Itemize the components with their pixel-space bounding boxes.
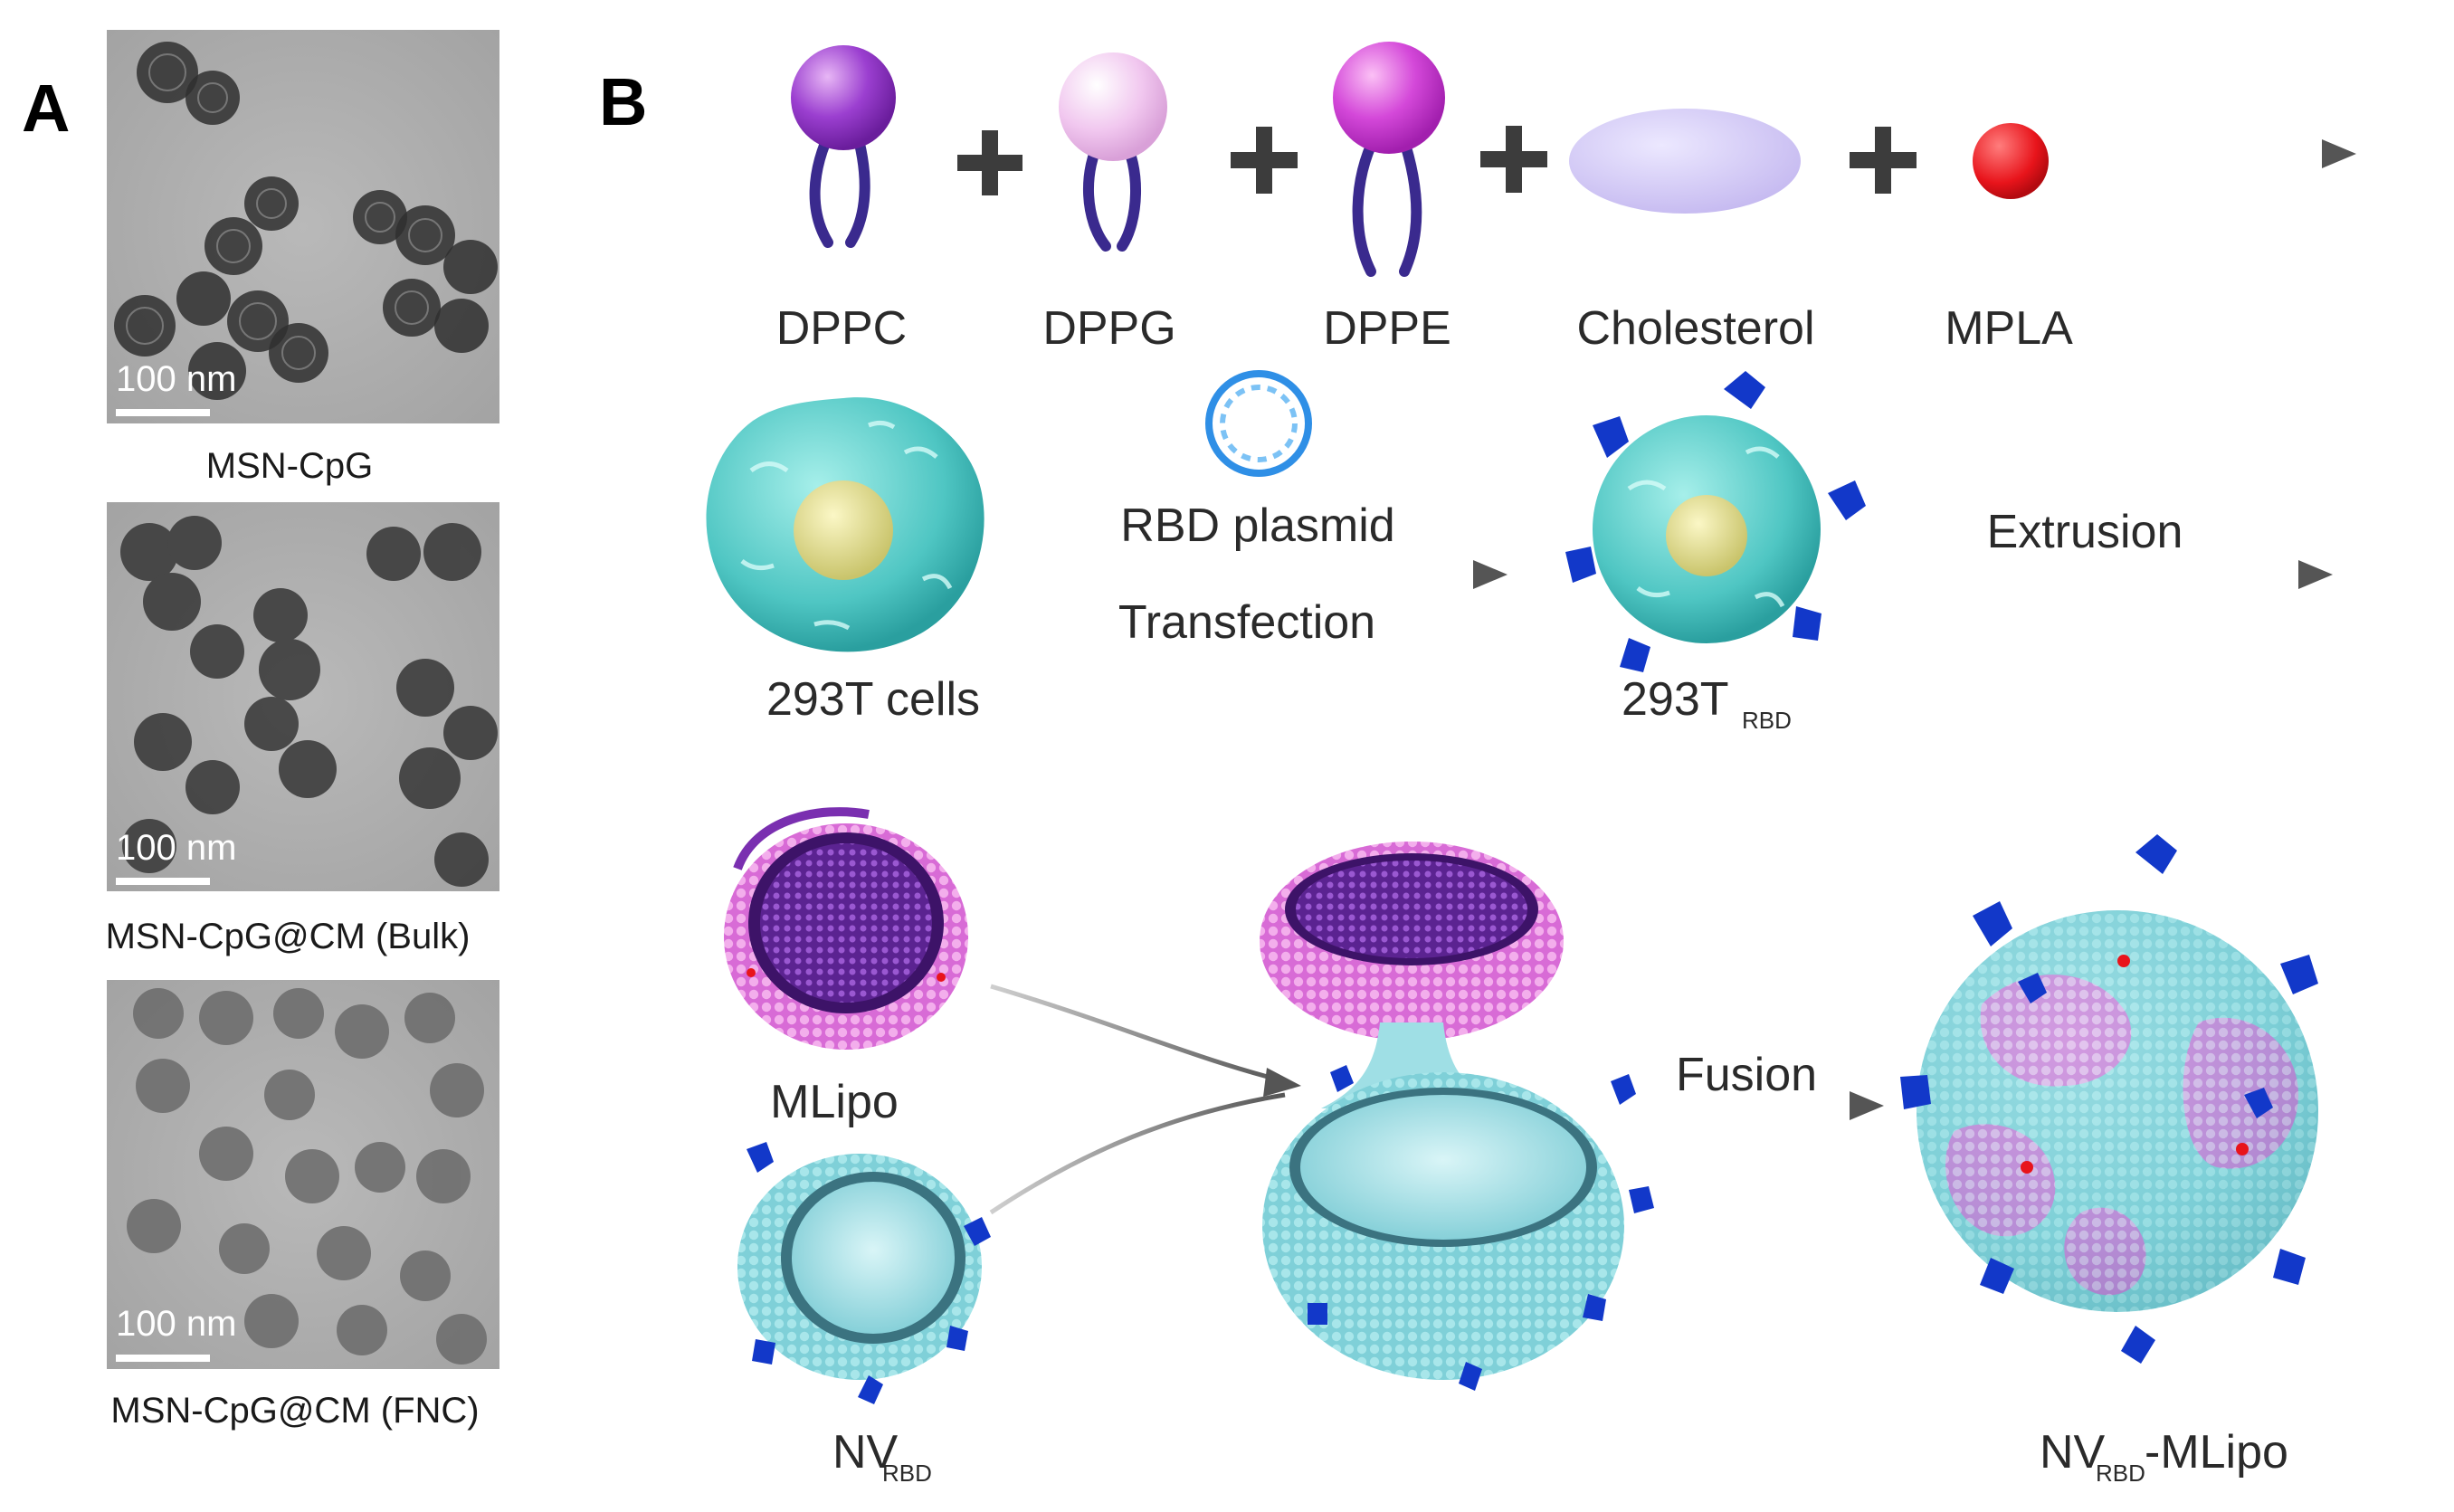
plus-sign: [957, 130, 1022, 195]
label-mlipo: MLipo: [770, 1076, 899, 1128]
lipid-dppe: [1333, 42, 1445, 277]
scale-bar-label: 100 nm: [116, 828, 236, 868]
cell-293t: [706, 397, 984, 652]
caption-msn-cpg: MSN-CpG: [206, 446, 373, 486]
scale-bar: [116, 409, 210, 416]
caption-msn-cpg-cm-fnc: MSN-CpG@CM (FNC): [110, 1391, 479, 1431]
scale-bar-label: 100 nm: [116, 1304, 236, 1344]
label-cholesterol: Cholesterol: [1576, 302, 1814, 355]
label-extrusion: Extrusion: [1987, 506, 2183, 558]
cell-293t-rbd: [1565, 371, 1866, 672]
label-nv-rbd-main: NV: [832, 1426, 899, 1479]
micrograph-msn-cpg: 100 nm: [107, 30, 499, 423]
plus-sign: [1850, 127, 1917, 194]
arrow: [2113, 139, 2356, 168]
fusing-vesicles: [1260, 842, 1654, 1391]
label-dppc: DPPC: [776, 302, 907, 355]
nv-rbd-mlipo-sphere: [1900, 834, 2318, 1364]
scale-bar: [116, 878, 210, 885]
label-293t-rbd-sub: RBD: [1742, 707, 1792, 734]
label-mpla: MPLA: [1945, 302, 2073, 355]
panel-b-letter: B: [599, 64, 647, 139]
plus-sign: [1231, 127, 1298, 194]
lipid-dppg: [1059, 52, 1167, 252]
label-rbd-plasmid: RBD plasmid: [1120, 499, 1394, 552]
scale-bar-label: 100 nm: [116, 359, 236, 399]
nv-rbd-hemisphere: [737, 1142, 991, 1404]
scale-bar: [116, 1355, 210, 1362]
arrow: [1638, 1091, 1884, 1120]
label-nv-rbd-sub: RBD: [882, 1460, 932, 1487]
label-dppe: DPPE: [1323, 302, 1451, 355]
arrow: [1022, 560, 1508, 589]
mpla-dot: [1973, 123, 2049, 199]
caption-msn-cpg-cm-bulk: MSN-CpG@CM (Bulk): [106, 917, 471, 956]
label-dppg: DPPG: [1042, 302, 1175, 355]
label-293t-cells: 293T cells: [766, 673, 980, 726]
label-transfection: Transfection: [1118, 596, 1375, 649]
lipid-dppc: [791, 45, 896, 248]
arrow: [1855, 560, 2333, 589]
rbd-plasmid-icon: [1205, 370, 1312, 477]
label-fusion: Fusion: [1676, 1049, 1817, 1101]
label-nv-rbd-mlipo-suffix: -MLipo: [2145, 1426, 2288, 1479]
label-nv-rbd-mlipo-sub: RBD: [2096, 1460, 2145, 1487]
micrograph-msn-cpg-cm-bulk: 100 nm: [107, 502, 499, 891]
label-293t-rbd-main: 293T: [1622, 673, 1729, 726]
micrograph-msn-cpg-cm-fnc: 100 nm: [107, 980, 499, 1369]
mlipo-hemisphere: [724, 807, 968, 1050]
panel-a-letter: A: [22, 71, 70, 146]
cholesterol-shape: [1569, 109, 1801, 214]
arrow: [989, 984, 1301, 1215]
plus-sign: [1480, 126, 1547, 193]
label-nv-rbd-mlipo-main: NV: [2040, 1426, 2106, 1479]
